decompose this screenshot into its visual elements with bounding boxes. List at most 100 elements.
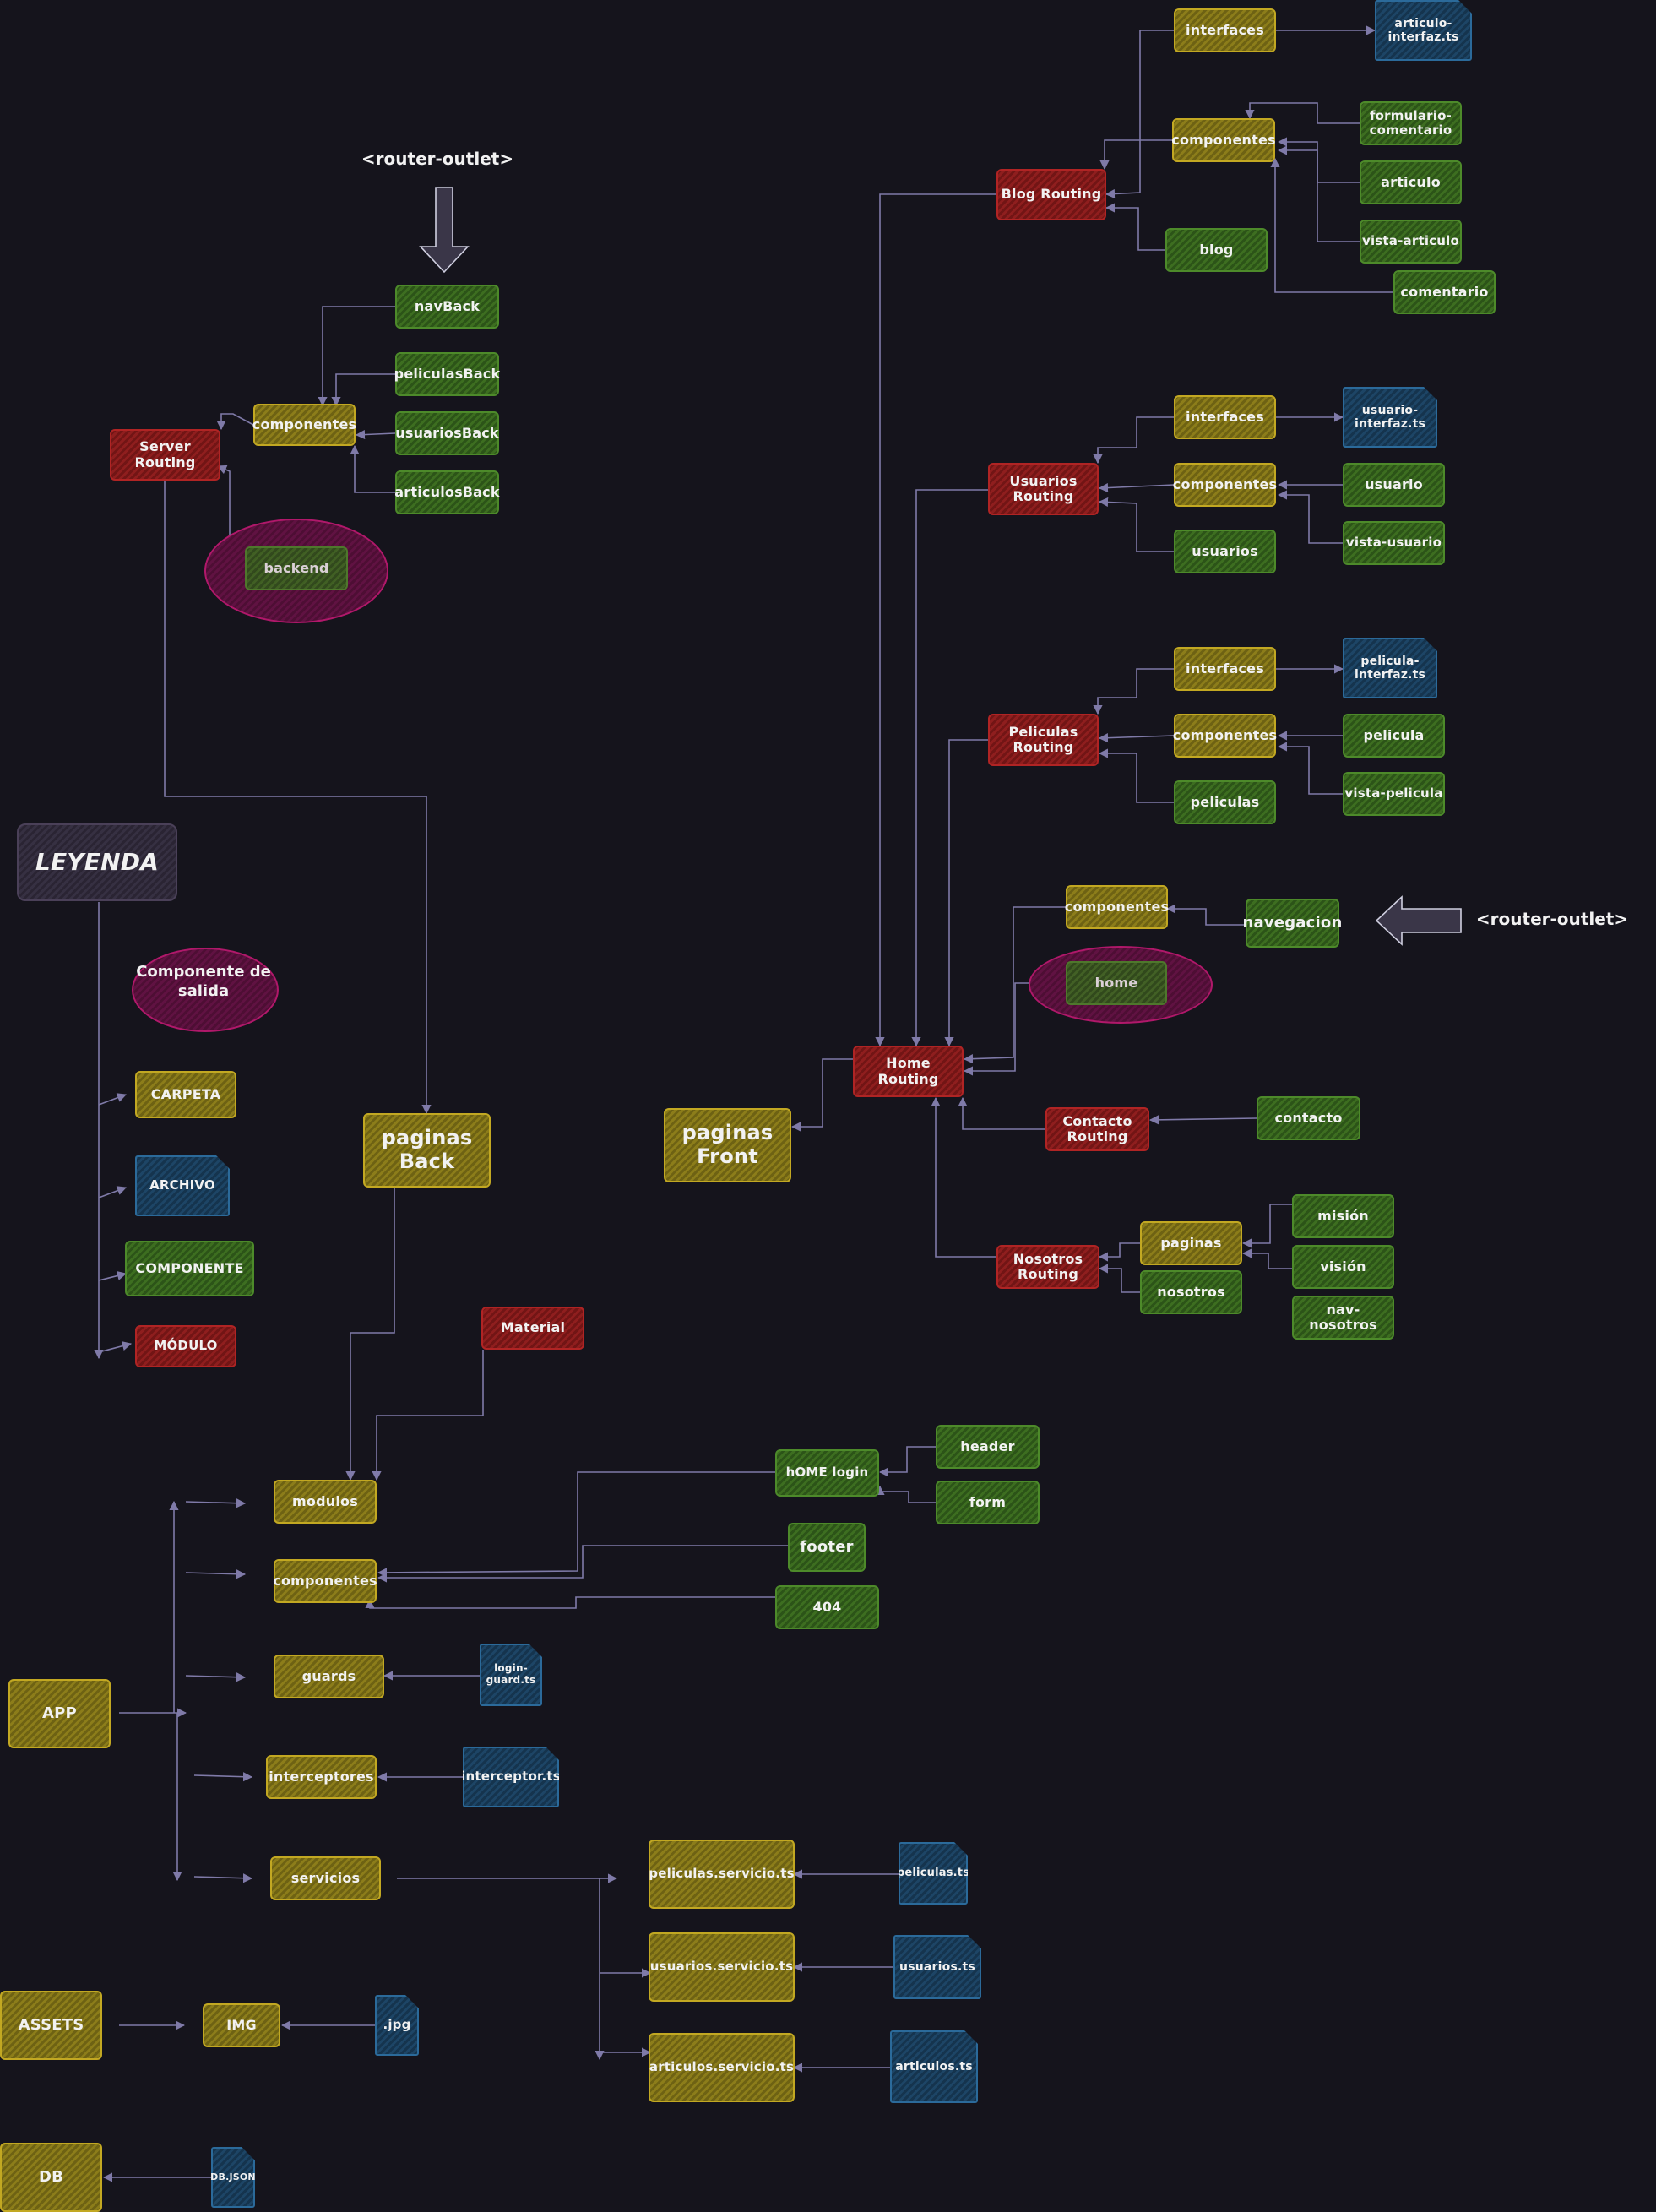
legend-component: COMPONENTE (125, 1241, 254, 1296)
pelicula-interfaz-file[interactable]: pelicula-interfaz.ts (1343, 638, 1437, 698)
peliculas-componentes-folder[interactable]: componentes (1173, 714, 1277, 758)
usuarios-componentes-folder[interactable]: componentes (1173, 463, 1277, 507)
material-module[interactable]: Material (481, 1307, 584, 1350)
edge-form-homelogin (875, 1485, 936, 1503)
blog-node[interactable]: blog (1165, 228, 1268, 272)
footer-node[interactable]: footer (788, 1523, 866, 1572)
interceptor-file[interactable]: interceptor.ts (463, 1747, 559, 1807)
usuarios-routing-module[interactable]: Usuarios Routing (988, 463, 1099, 515)
articulos-file[interactable]: articulos.ts (890, 2030, 978, 2103)
legend-folder: CARPETA (135, 1071, 236, 1118)
peliculas-routing-module[interactable]: Peliculas Routing (988, 714, 1099, 766)
contacto-node[interactable]: contacto (1257, 1096, 1360, 1140)
usuariosback-node[interactable]: usuariosBack (395, 411, 499, 455)
articulo-node[interactable]: articulo (1360, 160, 1462, 204)
back-componentes-folder[interactable]: componentes (252, 404, 356, 446)
edge-vistapelicula-comp (1277, 742, 1343, 795)
servicios-folder[interactable]: servicios (270, 1856, 381, 1900)
edge-pinterfaces-comp (1093, 668, 1174, 715)
edge-componentes-server (216, 413, 254, 431)
modulos-folder[interactable]: modulos (274, 1480, 377, 1524)
vista-usuario-node[interactable]: vista-usuario (1343, 521, 1445, 565)
edge-to-servicios (193, 1873, 253, 1883)
paginas-back-folder[interactable]: paginas Back (363, 1113, 491, 1188)
front-componentes-folder[interactable]: componentes (1065, 885, 1169, 929)
interceptores-folder[interactable]: interceptores (266, 1755, 377, 1799)
articulosback-node[interactable]: articulosBack (394, 470, 500, 514)
usuario-node[interactable]: usuario (1343, 463, 1445, 507)
header-node[interactable]: header (936, 1425, 1040, 1469)
edge-to-interceptores (193, 1772, 253, 1782)
edge-vistausuario-comp (1277, 490, 1343, 544)
login-guard-file[interactable]: login-guard.ts (480, 1644, 542, 1706)
edge-navback-componentes (318, 306, 395, 407)
edge-vista-componentes (1277, 145, 1360, 242)
contacto-routing-module[interactable]: Contacto Routing (1045, 1107, 1149, 1151)
vista-pelicula-node[interactable]: vista-pelicula (1343, 772, 1445, 816)
home-routing-module[interactable]: Home Routing (853, 1046, 964, 1097)
edge-paginasback-modulos (345, 1188, 395, 1481)
vision-node[interactable]: visión (1292, 1245, 1394, 1289)
navegacion-node[interactable]: navegacion (1243, 899, 1342, 948)
peliculas-service-folder[interactable]: peliculas.servicio.ts (649, 1840, 795, 1909)
articulos-service-folder[interactable]: articulos.servicio.ts (649, 2033, 795, 2102)
edge-legend-carpeta (98, 1093, 128, 1106)
peliculas-node[interactable]: peliculas (1174, 780, 1276, 824)
nav-nosotros-node[interactable]: nav-nosotros (1292, 1296, 1394, 1340)
edge-blog-blogrouting (1105, 203, 1165, 251)
mision-node[interactable]: misión (1292, 1194, 1394, 1238)
formulario-comentario-node[interactable]: formulario-comentario (1360, 101, 1462, 145)
blog-interfaces-folder[interactable]: interfaces (1174, 8, 1276, 52)
navback-node[interactable]: navBack (395, 285, 499, 329)
backend-node[interactable]: backend (245, 546, 348, 590)
guards-folder[interactable]: guards (274, 1655, 384, 1698)
nosotros-node[interactable]: nosotros (1140, 1270, 1242, 1314)
router-outlet-front-label: <router-outlet> (1475, 909, 1629, 929)
server-routing-module[interactable]: Server Routing (110, 429, 220, 481)
comentario-node[interactable]: comentario (1393, 270, 1496, 314)
usuarios-service-folder[interactable]: usuarios.servicio.ts (649, 1932, 795, 2002)
home-login-node[interactable]: hOME login (775, 1449, 879, 1497)
legend-module: MÓDULO (135, 1325, 236, 1367)
blog-routing-module[interactable]: Blog Routing (996, 169, 1106, 220)
app-folder[interactable]: APP (8, 1679, 111, 1748)
edge-uinterfaces-comp (1093, 416, 1174, 465)
edge-nosotroscomp-nosotros (1098, 1264, 1140, 1293)
legend-outlet-ellipse (132, 948, 279, 1032)
nosotros-paginas-folder[interactable]: paginas (1140, 1221, 1242, 1265)
app-componentes-folder[interactable]: componentes (273, 1559, 377, 1603)
blog-interfaz-file[interactable]: articulo-interfaz.ts (1375, 0, 1472, 61)
peliculas-interfaces-folder[interactable]: interfaces (1174, 647, 1276, 691)
usuarios-interfaces-folder[interactable]: interfaces (1174, 395, 1276, 439)
edge-footer-componentes (377, 1545, 788, 1583)
edge-prouting-home (944, 739, 988, 1047)
edge-articulosback-componentes (350, 444, 395, 493)
vista-articulo-node[interactable]: vista-articulo (1360, 220, 1462, 264)
peliculasback-node[interactable]: peliculasBack (394, 352, 500, 396)
edge-peliculas-routing (1098, 748, 1174, 803)
usuarios-file[interactable]: usuarios.ts (893, 1935, 981, 1999)
db-folder[interactable]: DB (0, 2143, 102, 2212)
edge-material-modulos (372, 1350, 484, 1481)
usuarios-node[interactable]: usuarios (1174, 530, 1276, 573)
404-node[interactable]: 404 (775, 1585, 879, 1629)
form-node[interactable]: form (936, 1481, 1040, 1524)
db-json-file[interactable]: DB.JSON (211, 2147, 255, 2208)
edge-homerouting-paginasfront (790, 1058, 853, 1132)
outlet-back-arrow (419, 187, 470, 274)
usuario-interfaz-file[interactable]: usuario-interfaz.ts (1343, 387, 1437, 448)
edge-vision-paginas (1241, 1248, 1292, 1269)
nosotros-routing-module[interactable]: Nosotros Routing (996, 1245, 1099, 1289)
pelicula-node[interactable]: pelicula (1343, 714, 1445, 758)
peliculas-file[interactable]: peliculas.ts (899, 1842, 968, 1905)
assets-folder[interactable]: ASSETS (0, 1991, 102, 2060)
jpg-file[interactable]: .jpg (375, 1995, 419, 2056)
edge-mision-paginas (1241, 1204, 1292, 1248)
paginas-front-folder[interactable]: paginas Front (664, 1108, 791, 1182)
home-node[interactable]: home (1066, 961, 1167, 1005)
img-folder[interactable]: IMG (203, 2003, 280, 2047)
edge-contactorouting-home (958, 1096, 1045, 1130)
blog-componentes-folder[interactable]: componentes (1171, 118, 1276, 162)
edge-paginas-nosotros (1098, 1242, 1140, 1262)
